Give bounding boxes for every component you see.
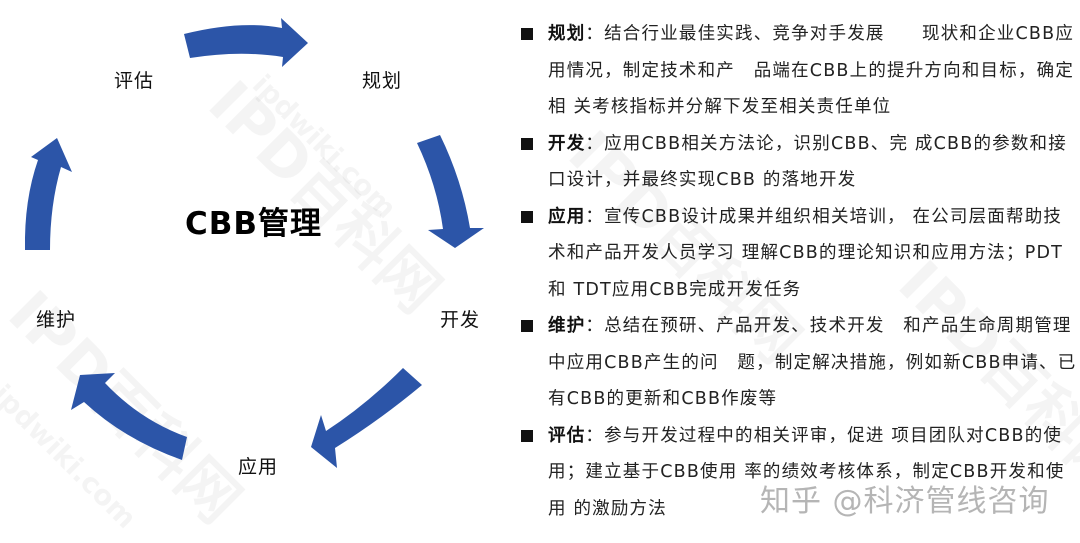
description-maintenance: 维护：总结在预研、产品开发、技术开发 和产品生命周期管理中应用CBB产生的问 题… bbox=[518, 308, 1080, 418]
description-separator: ： bbox=[585, 206, 605, 227]
description-separator: ： bbox=[585, 24, 605, 44]
stage-label-development: 开发 bbox=[440, 309, 481, 331]
description-body: 应用CBB相关方法论，识别CBB、完 成CBB的参数和接口设计，并最终实现CBB… bbox=[548, 133, 1067, 191]
arrow-evaluation-to-planning-icon bbox=[184, 18, 308, 67]
description-key: 应用 bbox=[548, 206, 586, 227]
stage-label-maintenance: 维护 bbox=[36, 309, 77, 331]
stage-label-planning: 规划 bbox=[362, 70, 403, 92]
cbb-cycle-diagram: 评估 规划 开发 应用 维护 CBB管理 bbox=[0, 0, 500, 543]
arrow-development-to-application-icon bbox=[311, 368, 422, 468]
stage-label-evaluation: 评估 bbox=[114, 70, 155, 92]
square-bullet-icon bbox=[521, 210, 533, 223]
description-body: 结合行业最佳实践、竞争对手发展 现状和企业CBB应用情况，制定技术和产 品端在C… bbox=[548, 24, 1075, 117]
stage-label-application: 应用 bbox=[238, 456, 279, 478]
description-evaluation: 评估：参与开发过程中的相关评审，促进 项目团队对CBB的使用；建立基于CBB使用… bbox=[518, 418, 1080, 528]
description-separator: ： bbox=[585, 316, 605, 336]
arrow-application-to-maintenance-icon bbox=[71, 373, 187, 460]
description-planning: 规划：结合行业最佳实践、竞争对手发展 现状和企业CBB应用情况，制定技术和产 品… bbox=[518, 16, 1080, 126]
diagram-title: CBB管理 bbox=[185, 206, 323, 242]
description-separator: ： bbox=[585, 425, 605, 446]
description-body: 参与开发过程中的相关评审，促进 项目团队对CBB的使用；建立基于CBB使用 率的… bbox=[548, 425, 1065, 519]
square-bullet-icon bbox=[521, 429, 533, 442]
cycle-arrows bbox=[24, 18, 484, 468]
description-application: 应用：宣传CBB设计成果并组织相关培训， 在公司层面帮助技术和产品开发人员学习 … bbox=[518, 199, 1080, 309]
description-separator: ： bbox=[585, 133, 605, 154]
description-key: 规划 bbox=[548, 24, 586, 44]
square-bullet-icon bbox=[521, 137, 533, 150]
square-bullet-icon bbox=[521, 28, 533, 40]
description-key: 评估 bbox=[548, 425, 586, 446]
description-key: 开发 bbox=[548, 133, 586, 154]
arrow-maintenance-to-evaluation-icon bbox=[24, 138, 72, 250]
zhihu-credit-watermark: 知乎 @科济管线咨询 bbox=[760, 484, 1050, 519]
description-body: 宣传CBB设计成果并组织相关培训， 在公司层面帮助技术和产品开发人员学习 理解C… bbox=[548, 206, 1064, 300]
description-key: 维护 bbox=[548, 316, 586, 336]
description-body: 总结在预研、产品开发、技术开发 和产品生命周期管理中应用CBB产生的问 题，制定… bbox=[548, 316, 1077, 409]
stage-descriptions: 规划：结合行业最佳实践、竞争对手发展 现状和企业CBB应用情况，制定技术和产 品… bbox=[518, 16, 1080, 527]
description-development: 开发：应用CBB相关方法论，识别CBB、完 成CBB的参数和接口设计，并最终实现… bbox=[518, 126, 1080, 199]
arrow-planning-to-development-icon bbox=[417, 135, 484, 248]
square-bullet-icon bbox=[521, 320, 533, 332]
